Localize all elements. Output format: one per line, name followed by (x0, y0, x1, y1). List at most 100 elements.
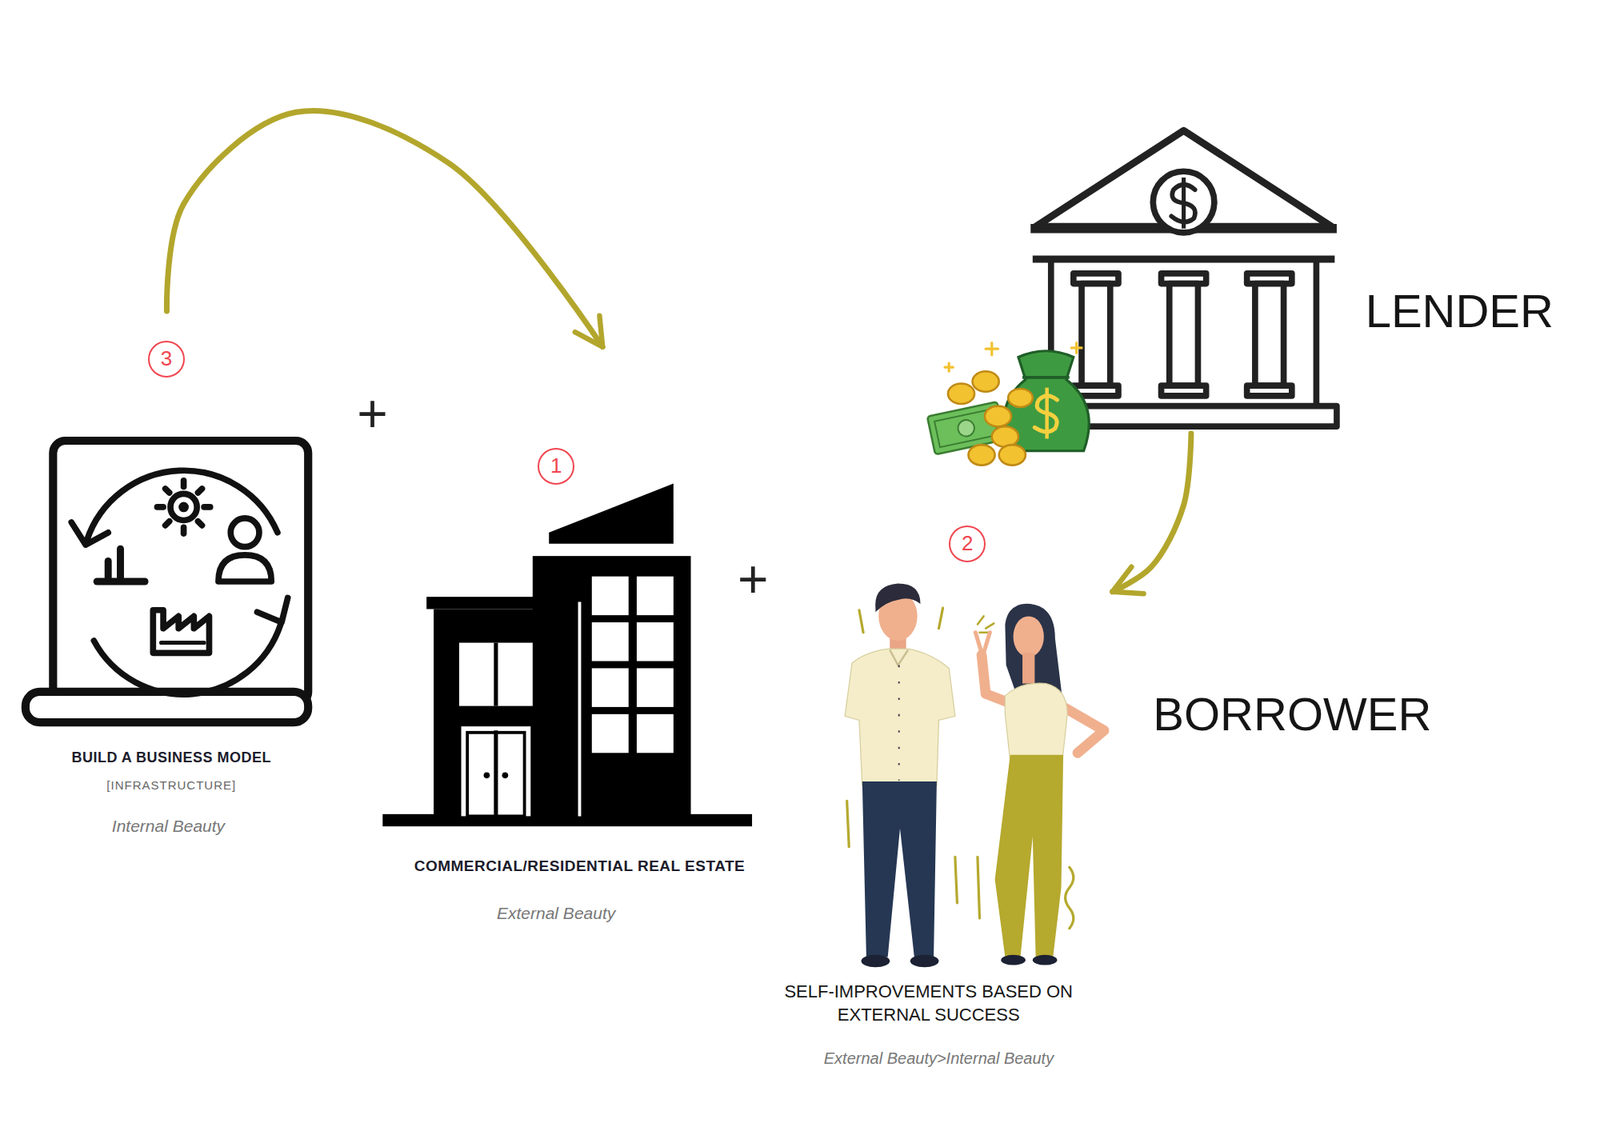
building-icon (636, 668, 674, 707)
flow-arrow (166, 110, 603, 347)
building-icon (592, 576, 629, 616)
building-icon (636, 714, 674, 753)
money-pile (985, 348, 998, 351)
borrower-people (898, 665, 900, 781)
borrower-people (889, 649, 908, 665)
business-model-icon (96, 548, 145, 582)
bank-icon (1030, 130, 1337, 427)
bank-icon (1247, 385, 1292, 396)
node-text: LENDER (1365, 283, 1575, 340)
money-pile (984, 406, 1012, 428)
building-icon (636, 576, 674, 616)
building-icon (636, 622, 674, 661)
callout-number: 3 (148, 340, 185, 378)
borrower-people (910, 955, 940, 968)
callout-number: 2 (948, 525, 986, 563)
callout-number: 1 (537, 448, 575, 485)
borrower-people (1022, 652, 1035, 684)
building-icon (592, 668, 629, 707)
borrower-people (1065, 708, 1104, 753)
node-text: SELF-IMPROVEMENTS BASED ON EXTERNAL SUCC… (780, 980, 1077, 1027)
business-model-icon (86, 470, 278, 541)
business-model-icon (152, 610, 209, 654)
building-icon (461, 726, 532, 816)
bank-icon (1161, 385, 1207, 396)
borrower-people (977, 616, 994, 632)
building-icon (493, 643, 498, 707)
borrower-people (1000, 955, 1026, 966)
money-pile (1071, 346, 1082, 349)
bank-icon (1032, 256, 1336, 264)
business-model-icon (25, 440, 308, 723)
building-icon (493, 730, 498, 816)
business-model-icon (197, 488, 202, 493)
business-model-icon (197, 521, 202, 526)
business-model-icon (104, 561, 112, 578)
borrower-people (995, 755, 1064, 958)
borrower-people (861, 955, 891, 968)
node-text: BORROWER (1152, 686, 1465, 743)
money-pile (948, 371, 1033, 465)
building-icon (592, 714, 629, 753)
business-model-icon (165, 521, 170, 526)
money-pile (927, 343, 1089, 466)
borrower-people (955, 856, 958, 903)
money-pile (944, 343, 1082, 372)
building-icon (578, 602, 582, 817)
borrower-people (977, 856, 980, 919)
building-icon (484, 772, 491, 780)
building-icon (459, 643, 533, 707)
borrower-people (844, 648, 956, 786)
node-text: [INFRASTRUCTURE] (23, 778, 320, 793)
lender-node: LENDER (918, 122, 1592, 434)
business-model-icon (156, 504, 164, 511)
business-model-icon (156, 480, 210, 534)
business-model-icon (180, 527, 188, 534)
building-icon (502, 772, 509, 780)
bank-icon (1181, 177, 1186, 229)
business-model-icon (256, 597, 288, 623)
business-model-icon (230, 518, 260, 548)
node-text: COMMERCIAL/RESIDENTIAL REAL ESTATE (375, 857, 784, 876)
business-model-icon (218, 555, 272, 582)
money-pile (1008, 388, 1033, 408)
bank-icon (1255, 284, 1284, 387)
building-icon (548, 484, 674, 544)
business-model-icon (71, 522, 108, 545)
borrower-people (1032, 955, 1058, 966)
building-icon (382, 484, 752, 828)
node-text: BUILD A BUSINESS MODEL (23, 749, 320, 768)
borrower-people (844, 584, 1104, 968)
business-model-node: BUILD A BUSINESS MODEL [INFRASTRUCTURE] In… (15, 311, 323, 848)
borrower-people (862, 781, 937, 957)
flow-arrow (1112, 433, 1192, 592)
money-pile (1022, 376, 1070, 380)
plus-sign: + (356, 387, 388, 440)
node-text: External Beauty (403, 903, 710, 924)
business-model-icon (165, 488, 170, 493)
bank-icon (1081, 284, 1111, 387)
money-pile (999, 444, 1026, 466)
business-model-icon (52, 440, 308, 704)
borrower-people (1065, 867, 1074, 929)
borrower-people (1013, 616, 1044, 657)
borrower-people (875, 584, 920, 613)
business-model-icon (204, 504, 211, 511)
borrower-people (1004, 683, 1068, 761)
money-pile (968, 444, 995, 466)
borrower-people (859, 610, 864, 633)
money-pile (972, 371, 1000, 392)
plus-sign: + (737, 552, 769, 606)
business-model-icon (180, 480, 188, 488)
bank-icon (1313, 261, 1320, 409)
money-pile (1044, 388, 1048, 440)
node-text: Internal Beauty (20, 816, 317, 837)
bank-icon (1152, 171, 1215, 233)
business-model-icon (179, 503, 188, 512)
borrower-node: BORROWERSELF-IMPROVEMENTS BASED ON EXTER… (791, 592, 1470, 1082)
borrower-people (847, 800, 850, 847)
real-estate-node: COMMERCIAL/RESIDENTIAL REAL ESTATE Extern… (362, 347, 788, 934)
building-icon (592, 622, 629, 661)
